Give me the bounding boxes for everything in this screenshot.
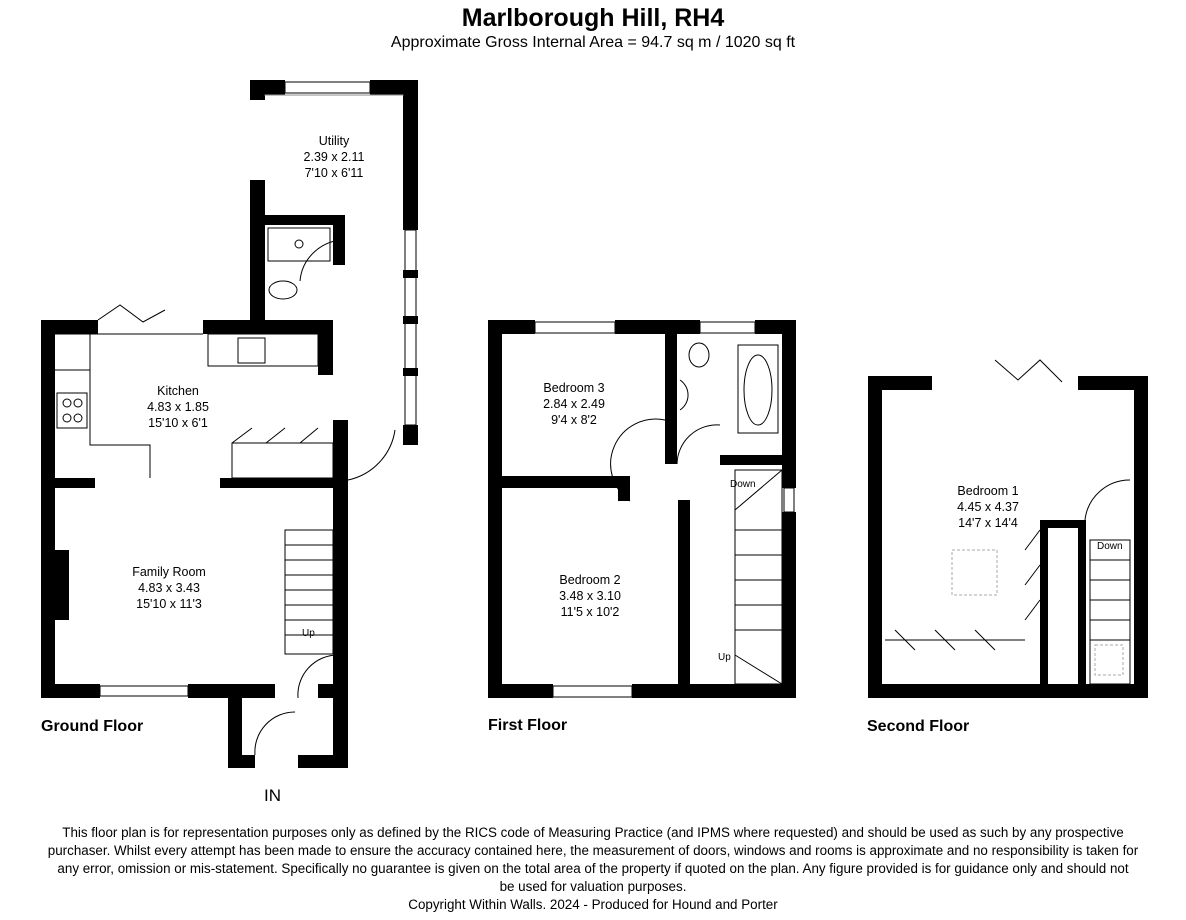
room-family-room: Family Room 4.83 x 3.43 15'10 x 11'3 [132, 564, 206, 612]
stairs-down-label: Down [1097, 541, 1123, 552]
room-name: Family Room [132, 565, 206, 579]
room-metric: 2.39 x 2.11 [303, 150, 365, 164]
room-bedroom-2: Bedroom 2 3.48 x 3.10 11'5 x 10'2 [559, 572, 621, 620]
room-imperial: 14'7 x 14'4 [958, 516, 1018, 530]
room-utility: Utility 2.39 x 2.11 7'10 x 6'11 [304, 133, 365, 181]
room-imperial: 15'10 x 11'3 [136, 597, 202, 611]
room-imperial: 15'10 x 6'1 [148, 416, 208, 430]
room-name: Kitchen [157, 384, 199, 398]
room-imperial: 11'5 x 10'2 [560, 605, 620, 619]
first-floor-fixtures [534, 321, 795, 698]
room-metric: 4.83 x 3.43 [138, 581, 200, 595]
disclaimer-line: This floor plan is for representation pu… [62, 825, 1124, 840]
room-metric: 3.48 x 3.10 [559, 589, 621, 603]
room-metric: 4.83 x 1.85 [147, 400, 209, 414]
room-name: Bedroom 1 [957, 484, 1019, 498]
room-name: Bedroom 3 [543, 381, 605, 395]
first-floor-walls [488, 320, 796, 698]
disclaimer-line: any error, omission or mis-statement. Sp… [57, 861, 1129, 876]
stairs-up-label: Up [302, 628, 315, 639]
entrance-label: IN [264, 786, 281, 805]
stairs-down-label: Down [730, 479, 756, 490]
stairs-up-label: Up [718, 652, 731, 663]
page-title: Marlborough Hill, RH4 [461, 4, 725, 32]
first-floor-label: First Floor [488, 717, 568, 734]
room-bedroom-3: Bedroom 3 2.84 x 2.49 9'4 x 8'2 [543, 380, 605, 428]
ground-floor-walls [41, 80, 418, 768]
disclaimer: This floor plan is for representation pu… [0, 824, 1186, 914]
room-imperial: 9'4 x 8'2 [551, 413, 597, 427]
copyright: Copyright Within Walls. 2024 - Produced … [408, 897, 778, 912]
room-kitchen: Kitchen 4.83 x 1.85 15'10 x 6'1 [147, 383, 209, 431]
second-floor-fixtures [885, 359, 1131, 685]
room-imperial: 7'10 x 6'11 [304, 166, 364, 180]
area-subtitle: Approximate Gross Internal Area = 94.7 s… [390, 34, 796, 51]
room-bedroom-1: Bedroom 1 4.45 x 4.37 14'7 x 14'4 [957, 483, 1019, 531]
disclaimer-line: purchaser. Whilst every attempt has been… [47, 843, 1139, 858]
second-floor-label: Second Floor [867, 718, 970, 735]
room-metric: 2.84 x 2.49 [543, 397, 605, 411]
room-name: Utility [318, 134, 350, 148]
room-name: Bedroom 2 [559, 573, 621, 587]
ground-floor-label: Ground Floor [41, 718, 144, 735]
disclaimer-line: be used for valuation purposes. [499, 879, 687, 894]
second-floor-walls [868, 376, 1148, 698]
ground-floor-fixtures [55, 81, 417, 756]
room-metric: 4.45 x 4.37 [957, 500, 1019, 514]
